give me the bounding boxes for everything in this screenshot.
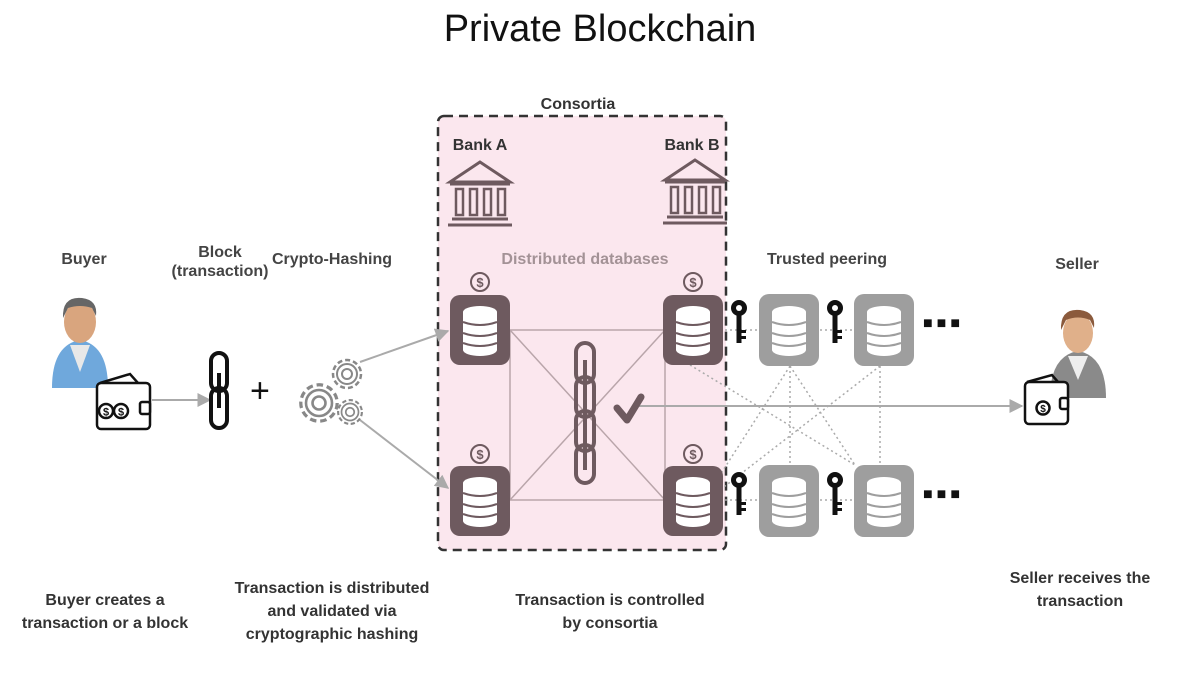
- crypto-hashing-label: Crypto-Hashing: [272, 251, 392, 268]
- bank-a-label: Bank A: [452, 137, 508, 154]
- consortia-caption: Transaction is controlled by consortia: [495, 589, 725, 635]
- page-title: Private Blockchain: [443, 8, 757, 50]
- seller-caption: Seller receives the transaction: [990, 567, 1170, 613]
- key-icon: [731, 472, 747, 515]
- buyer-label: Buyer: [61, 251, 107, 268]
- peer-database-bottom-1: [759, 465, 819, 537]
- peer-database-top-1: [759, 294, 819, 366]
- bank-b-label: Bank B: [664, 137, 720, 154]
- dollar-icon: $: [118, 407, 124, 419]
- buyer-wallet-icon: [95, 372, 152, 431]
- caption-line: Transaction is distributed: [234, 580, 430, 597]
- more-peers-top-ellipsis: ■■■: [923, 315, 964, 332]
- seller-label: Seller: [1055, 256, 1099, 273]
- caption-line: Seller receives the: [1009, 570, 1151, 587]
- plus-icon: +: [250, 372, 270, 410]
- hashing-caption: Transaction is distributed and validated…: [222, 577, 442, 646]
- bank-b-database-top: [663, 272, 723, 365]
- caption-line: and validated via: [267, 603, 397, 620]
- consortia-label: Consortia: [540, 96, 616, 113]
- bank-b-database-bottom: [663, 444, 723, 536]
- distributed-databases-label: Distributed databases: [501, 251, 669, 268]
- checkmark-icon: [613, 393, 645, 424]
- caption-line: transaction or a block: [21, 615, 189, 632]
- block-label-line2: (transaction): [171, 263, 269, 280]
- dollar-icon: $: [103, 407, 109, 419]
- bank-a-database-top: [450, 272, 510, 365]
- caption-line: transaction: [1036, 593, 1124, 610]
- caption-line: cryptographic hashing: [245, 626, 419, 643]
- hash-to-bank-a-bottom-arrow: [359, 419, 450, 489]
- block-label: Block (transaction): [160, 243, 280, 281]
- trusted-peering-label: Trusted peering: [766, 251, 888, 268]
- caption-line: Transaction is controlled: [515, 592, 705, 609]
- block-label-line1: Block: [198, 244, 242, 261]
- hash-to-bank-a-top-arrow: [359, 328, 450, 363]
- chain-link-icon: [209, 351, 229, 430]
- central-chain-icon: [574, 341, 596, 485]
- key-icon: [827, 472, 843, 515]
- peer-database-top-2: [854, 294, 914, 366]
- key-icon: [827, 300, 843, 343]
- buyer-avatar-icon: [52, 297, 108, 388]
- gears-icon: [299, 358, 363, 425]
- caption-line: by consortia: [562, 615, 658, 632]
- bank-a-database-bottom: [450, 444, 510, 536]
- seller-wallet-icon: [1023, 373, 1070, 426]
- peer-database-bottom-2: [854, 465, 914, 537]
- dollar-icon: $: [1040, 404, 1046, 415]
- buyer-caption: Buyer creates a transaction or a block: [5, 589, 205, 635]
- more-peers-bottom-ellipsis: ■■■: [923, 486, 964, 503]
- caption-line: Buyer creates a: [45, 592, 165, 609]
- key-icon: [731, 300, 747, 343]
